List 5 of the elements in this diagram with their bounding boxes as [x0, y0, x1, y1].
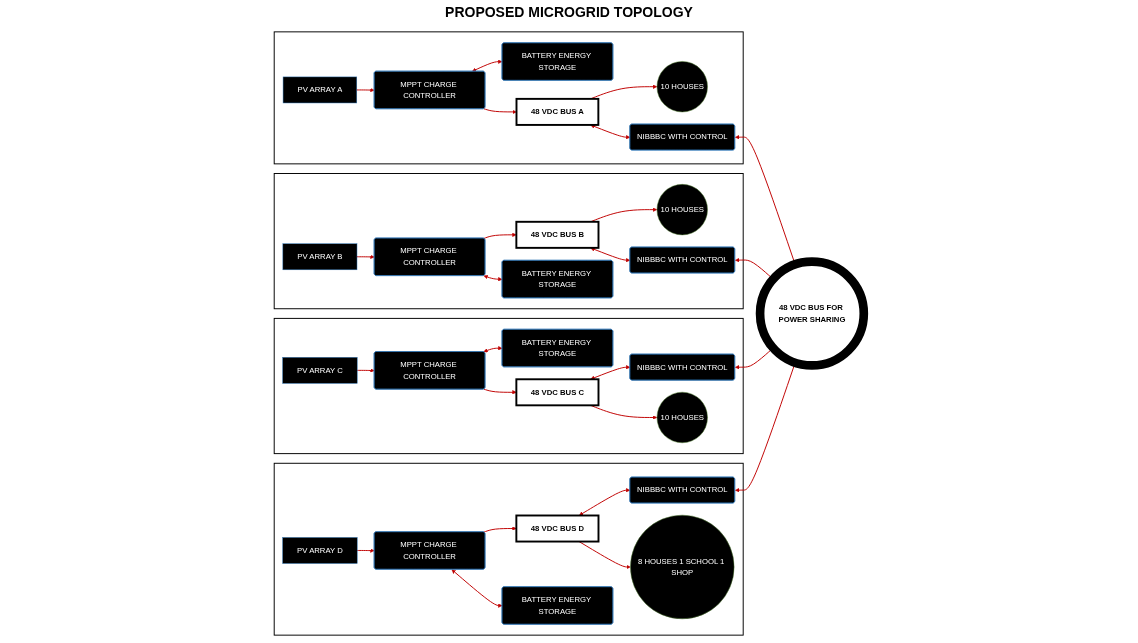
cluster: [273, 317, 744, 455]
cluster: [273, 31, 744, 165]
diagram-title: PROPOSED MICROGRID TOPOLOGY: [444, 3, 694, 22]
cluster: [273, 462, 744, 636]
cluster: [273, 173, 744, 310]
